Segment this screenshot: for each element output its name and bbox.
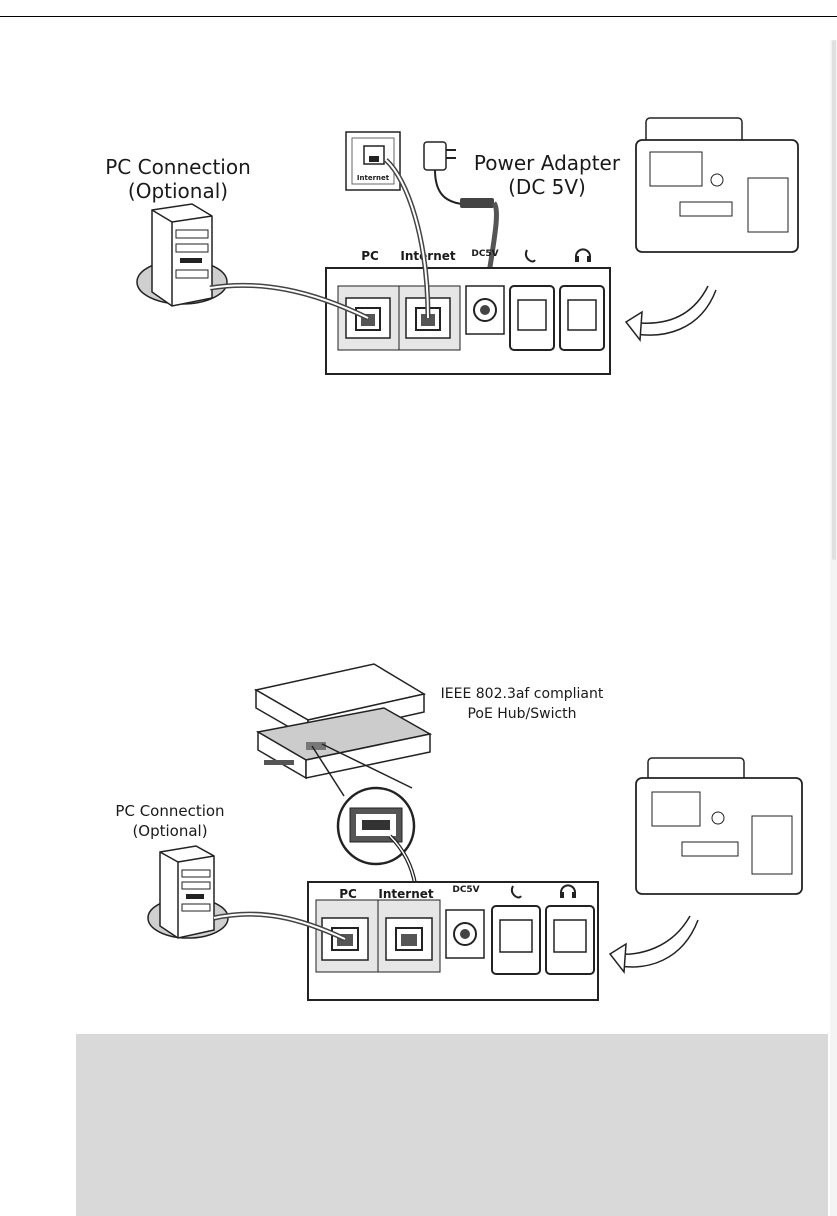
poe-switch-model-label: PoE Hub/Swicth xyxy=(467,706,576,722)
headset-port xyxy=(546,906,594,974)
headset-icon xyxy=(575,249,591,262)
dc-power-port xyxy=(446,910,484,958)
note-box xyxy=(76,1034,828,1216)
handset-port xyxy=(492,906,540,974)
computer-tower-icon xyxy=(148,846,228,938)
poe-connection-diagram: IEEE 802.3af compliant PoE Hub/Swicth PC… xyxy=(0,656,837,1006)
dc-power-port xyxy=(466,286,504,334)
wall-jack-label: Internet xyxy=(357,174,390,182)
wall-jack-icon: Internet xyxy=(346,132,400,190)
ip-phone-rear-view xyxy=(636,758,802,894)
port-label-pc: PC xyxy=(361,249,379,263)
port-label-dc5v: DC5V xyxy=(471,249,498,259)
pc-connection-optional-label: (Optional) xyxy=(128,179,228,203)
handset-icon xyxy=(526,250,535,262)
ip-phone-rear-view xyxy=(636,118,798,252)
power-adapter-voltage-label: (DC 5V) xyxy=(508,175,586,199)
internet-port xyxy=(386,918,432,960)
computer-tower-icon xyxy=(137,204,227,306)
poe-switch-label: IEEE 802.3af compliant xyxy=(441,686,604,702)
pc-connection-label: PC Connection xyxy=(115,802,224,820)
power-adapter-label: Power Adapter xyxy=(474,151,621,175)
port-label-internet: Internet xyxy=(400,249,455,263)
poe-switch-icon xyxy=(256,664,430,778)
header-rule xyxy=(0,16,837,17)
port-label-internet: Internet xyxy=(378,887,433,901)
handset-port xyxy=(510,286,554,350)
port-label-pc: PC xyxy=(339,887,357,901)
headset-port xyxy=(560,286,604,350)
pc-connection-label: PC Connection xyxy=(105,155,251,179)
pc-connection-optional-label: (Optional) xyxy=(132,822,207,840)
port-label-dc5v: DC5V xyxy=(452,885,479,895)
power-adapter-connection-diagram: PC Connection (Optional) Internet Power … xyxy=(0,100,837,390)
